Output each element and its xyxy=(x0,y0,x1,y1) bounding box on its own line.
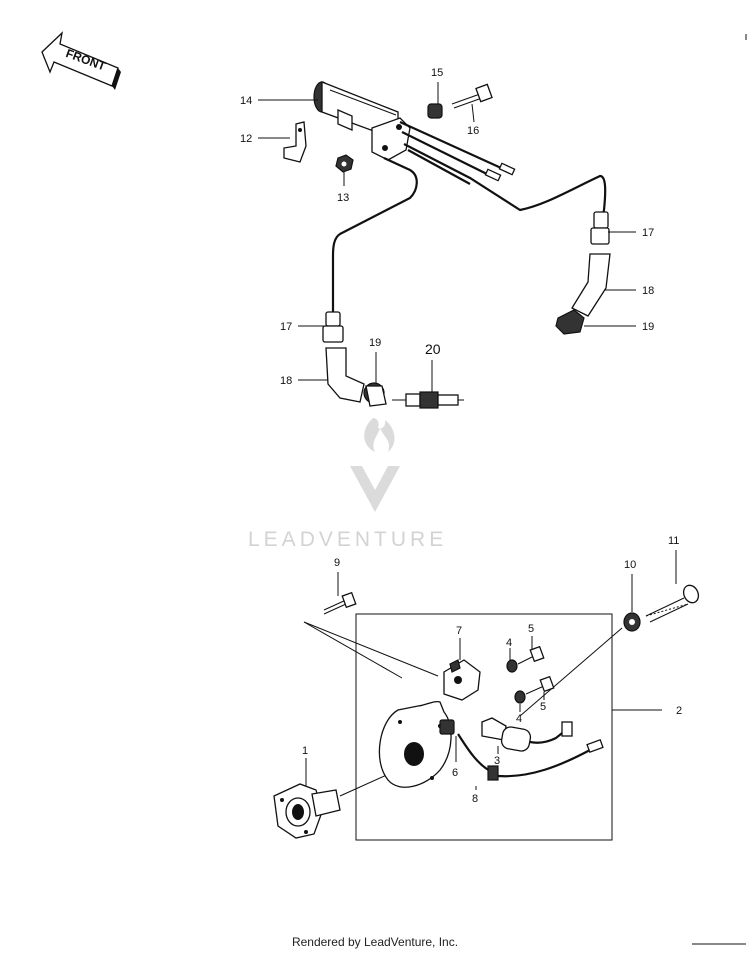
condenser xyxy=(481,717,573,752)
callout-1: 1 xyxy=(302,745,308,757)
cap-end-left xyxy=(363,382,387,407)
callout-14: 14 xyxy=(240,95,252,107)
callout-16: 16 xyxy=(467,125,479,137)
callout-6: 6 xyxy=(452,767,458,779)
mounting-bolt-upper xyxy=(451,83,493,109)
callout-12: 12 xyxy=(240,133,252,145)
callout-3: 3 xyxy=(494,755,500,767)
leadventure-watermark: LEADVENTURE xyxy=(248,418,447,551)
callout-5-upper: 5 xyxy=(528,623,534,635)
collar-part xyxy=(427,103,443,119)
long-bolt xyxy=(645,584,700,623)
callout-5-lower: 5 xyxy=(540,701,546,713)
callout-18-right: 18 xyxy=(642,285,654,297)
breaker-assembly-box xyxy=(355,613,613,841)
callout-19-right: 19 xyxy=(642,321,654,333)
spark-plug xyxy=(392,391,464,409)
watermark-text: LEADVENTURE xyxy=(248,528,447,551)
breaker-screw-lower xyxy=(525,675,555,695)
screw-part xyxy=(323,591,357,615)
washer-small-lower xyxy=(514,690,526,704)
callout-17-left: 17 xyxy=(280,321,292,333)
callout-labels: 14 12 13 15 16 17 18 19 17 18 19 20 9 10… xyxy=(240,67,682,805)
plug-cap-left xyxy=(322,311,344,343)
footer-credit: Rendered by LeadVenture, Inc. xyxy=(291,935,459,949)
callout-10: 10 xyxy=(624,559,636,571)
callout-13: 13 xyxy=(337,192,349,204)
callout-2: 2 xyxy=(676,705,682,717)
callout-4-lower: 4 xyxy=(516,713,522,725)
callout-18-left: 18 xyxy=(280,375,292,387)
ignition-coil xyxy=(313,81,411,161)
breaker-base-plate xyxy=(378,700,452,788)
plug-boot-left xyxy=(325,347,365,403)
callout-20: 20 xyxy=(425,341,441,357)
callout-11: 11 xyxy=(668,535,679,547)
breaker-screw-upper xyxy=(517,645,545,665)
callout-19-left: 19 xyxy=(369,337,381,349)
breaker-lead-wire xyxy=(457,733,604,781)
cap-end-right xyxy=(555,309,585,335)
callout-9: 9 xyxy=(334,557,340,569)
callout-4-upper: 4 xyxy=(506,637,512,649)
callout-17-right: 17 xyxy=(642,227,654,239)
felt-block xyxy=(439,719,455,735)
callout-15: 15 xyxy=(431,67,443,79)
callout-8: 8 xyxy=(472,793,478,805)
nut-part xyxy=(335,154,354,173)
bracket-part xyxy=(283,121,307,163)
contact-breaker-points xyxy=(443,659,481,701)
washer-large xyxy=(623,612,641,632)
cam-advancer xyxy=(273,783,341,839)
plug-cap-right xyxy=(590,211,610,245)
washer-small-upper xyxy=(506,659,518,673)
plug-boot-right xyxy=(571,253,611,317)
front-arrow-icon: FRONT xyxy=(41,31,121,90)
callout-7: 7 xyxy=(456,625,462,637)
